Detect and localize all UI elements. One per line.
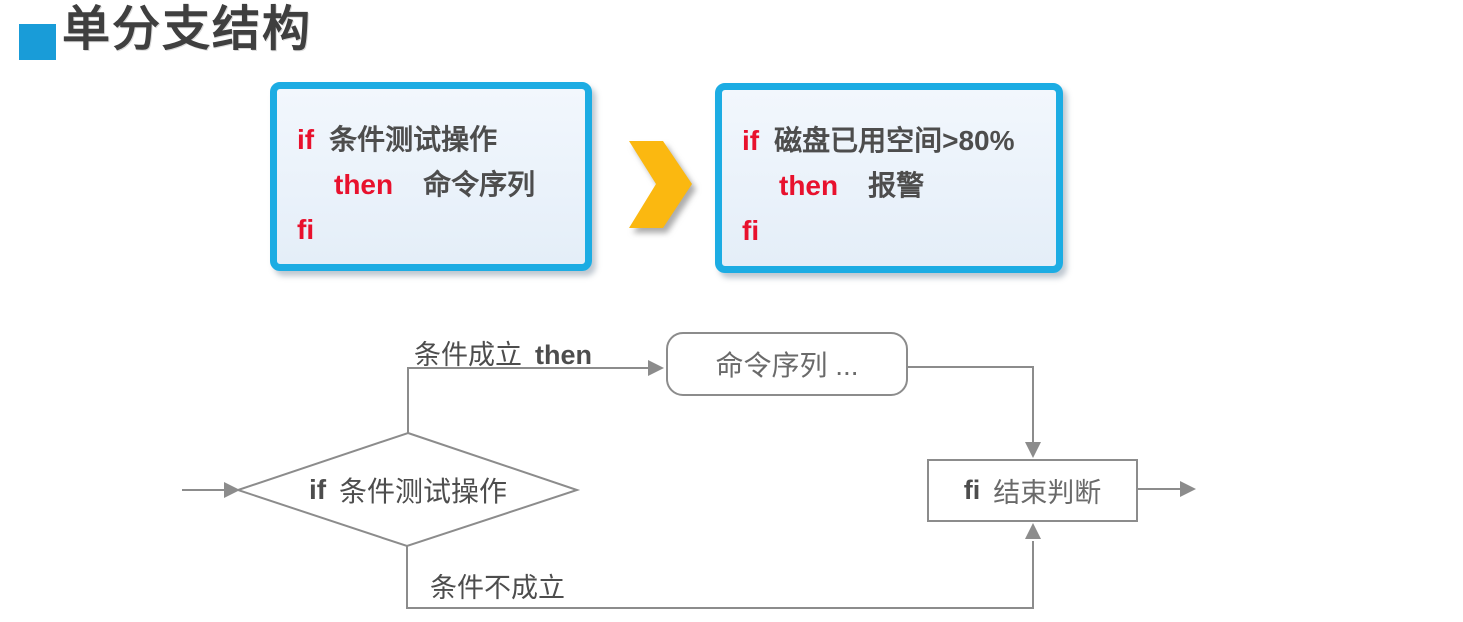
action-node-label: 命令序列 ... <box>715 350 859 381</box>
branch-true-text: 条件成立 <box>414 340 522 370</box>
keyword-if: if <box>297 124 315 155</box>
page-title: 单分支结构 <box>62 3 313 56</box>
keyword-fi: fi <box>742 215 760 246</box>
end-node-shape <box>927 459 1138 522</box>
true-branch-connector <box>407 367 648 433</box>
code-text: 磁盘已用空间>80% <box>774 125 1015 156</box>
keyword-then: then <box>535 340 592 370</box>
decision-node-label: if 条件测试操作 <box>238 433 578 546</box>
code-text: 条件测试操作 <box>329 124 498 155</box>
syntax-code-box: if 条件测试操作 then 命令序列 fi <box>270 82 592 271</box>
code-text: 命令序列 <box>423 169 536 200</box>
arrowhead-exit <box>1180 481 1196 497</box>
decision-diamond-shape <box>234 431 581 548</box>
action-node-shape <box>666 332 908 396</box>
keyword-fi: fi <box>963 475 981 505</box>
arrowhead-into-end-bottom <box>1025 523 1041 539</box>
code-line: if 磁盘已用空间>80% <box>722 118 1056 163</box>
branch-false-label: 条件不成立 <box>430 573 565 603</box>
keyword-then: then <box>779 170 839 201</box>
condition-text: 条件测试操作 <box>339 475 508 507</box>
arrowhead-into-diamond <box>224 482 240 498</box>
false-branch-connector <box>406 541 1034 609</box>
end-node-text: 结束判断 <box>993 478 1102 508</box>
keyword-fi: fi <box>297 214 315 245</box>
branch-true-label: 条件成立 then <box>414 333 592 372</box>
action-to-end-connector <box>907 366 1034 444</box>
keyword-then: then <box>334 169 394 200</box>
code-line: fi <box>277 207 585 252</box>
arrowhead-into-end-top <box>1025 442 1041 458</box>
chevron-right-icon <box>626 141 694 229</box>
end-node-label: fi 结束判断 <box>928 460 1137 521</box>
example-code-box: if 磁盘已用空间>80% then 报警 fi <box>715 83 1063 273</box>
code-text: 报警 <box>868 170 925 201</box>
code-line: if 条件测试操作 <box>277 117 585 162</box>
code-line: then 报警 <box>722 163 1056 208</box>
arrowhead-into-action <box>648 360 664 376</box>
code-line: fi <box>722 208 1056 253</box>
title-bullet-square-icon <box>19 24 56 60</box>
code-line: then 命令序列 <box>277 162 585 207</box>
keyword-if: if <box>308 473 327 505</box>
keyword-if: if <box>742 125 760 156</box>
